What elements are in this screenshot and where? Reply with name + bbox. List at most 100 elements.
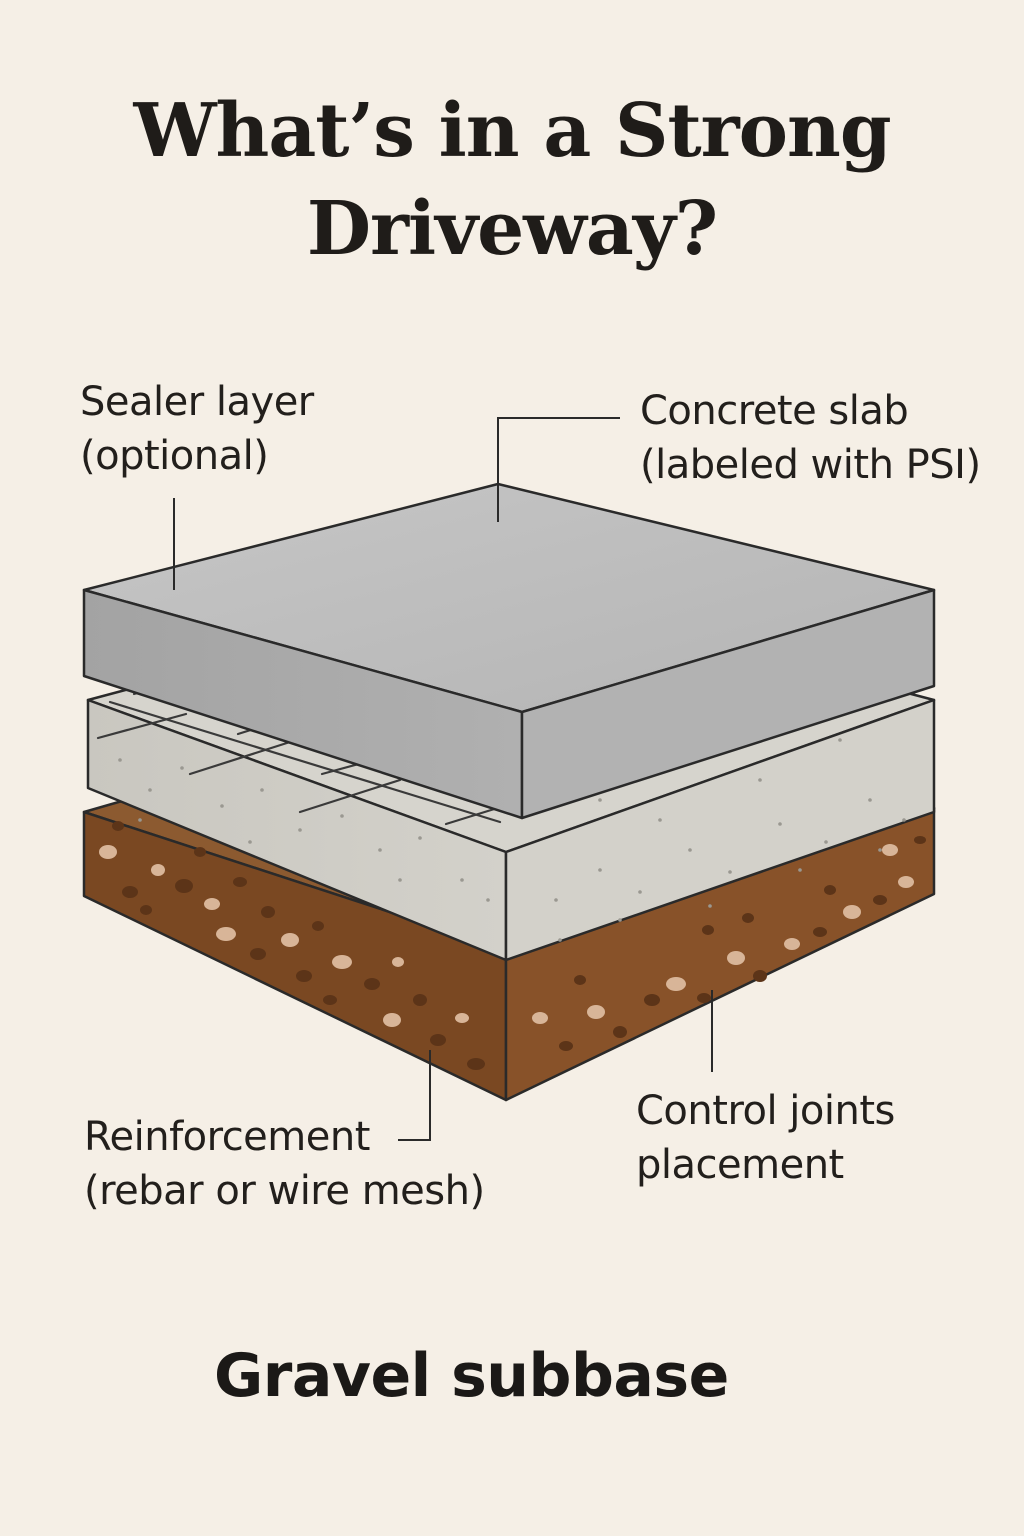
stone [613, 1026, 627, 1038]
stone [843, 905, 861, 919]
sealer-layer-label: Sealer layer (optional) [80, 375, 314, 483]
speckle [558, 938, 562, 942]
stone [281, 933, 299, 947]
stone [467, 1058, 485, 1070]
stone [587, 1005, 605, 1019]
stone [742, 913, 754, 923]
title-line-2: Driveway? [306, 186, 718, 272]
concrete-right-face [520, 588, 936, 820]
speckle [598, 798, 602, 802]
concrete-leader-line [497, 417, 620, 522]
stone [413, 994, 427, 1006]
stone [216, 927, 236, 941]
stone [204, 898, 220, 910]
rebar-line [188, 740, 292, 776]
stone [813, 927, 827, 937]
middle-right-face [504, 698, 936, 962]
speckle [824, 840, 828, 844]
stone [753, 970, 767, 982]
speckle [798, 868, 802, 872]
stone [261, 906, 275, 918]
stone [364, 978, 380, 990]
stone [697, 993, 711, 1003]
stone [250, 948, 266, 960]
speckle [902, 818, 906, 822]
stone [455, 1013, 469, 1023]
speckle [486, 898, 490, 902]
speckle [554, 898, 558, 902]
stone [873, 895, 887, 905]
speckle [148, 788, 152, 792]
concrete-slab-label: Concrete slab (labeled with PSI) [640, 384, 981, 492]
stone [574, 975, 586, 985]
stone [296, 970, 312, 982]
stone [233, 877, 247, 887]
gravel-subbase-label: Gravel subbase [214, 1341, 729, 1411]
rebar-line [96, 712, 188, 740]
stone [644, 994, 660, 1006]
speckle [868, 798, 872, 802]
stone [175, 879, 193, 893]
stone [312, 921, 324, 931]
speckle [220, 804, 224, 808]
stone [392, 957, 404, 967]
joints-label-line-2: placement [636, 1142, 844, 1188]
stone [702, 925, 714, 935]
speckle [838, 738, 842, 742]
speckle [298, 828, 302, 832]
speckle [708, 904, 712, 908]
reinforcement-label-line-1: Reinforcement [84, 1114, 370, 1160]
speckle [418, 836, 422, 840]
page-title: What’s in a Strong Driveway? [0, 82, 1024, 278]
stone [666, 977, 686, 991]
speckle [688, 848, 692, 852]
speckle [248, 840, 252, 844]
reinforcement-label: Reinforcement (rebar or wire mesh) [84, 1110, 485, 1218]
stone [882, 844, 898, 856]
speckle [260, 788, 264, 792]
stone [559, 1041, 573, 1051]
speckle [378, 848, 382, 852]
gravel-stones [99, 821, 926, 1070]
concrete-label-line-1: Concrete slab [640, 388, 909, 434]
leader-lines [173, 417, 713, 1141]
sealer-label-line-1: Sealer layer [80, 379, 314, 425]
speckle [878, 848, 882, 852]
stone [914, 836, 926, 844]
speckle [460, 878, 464, 882]
stone [99, 845, 117, 859]
stone [112, 821, 124, 831]
control-joints-label: Control joints placement [636, 1084, 895, 1192]
speckle [758, 778, 762, 782]
stone [323, 995, 337, 1005]
speckle [728, 870, 732, 874]
middle-speckles [118, 738, 906, 942]
speckle [598, 868, 602, 872]
joints-label-line-1: Control joints [636, 1088, 895, 1134]
speckle [118, 758, 122, 762]
speckle [180, 766, 184, 770]
concrete-label-line-2: (labeled with PSI) [640, 442, 981, 488]
stone [332, 955, 352, 969]
speckle [778, 822, 782, 826]
speckle [638, 890, 642, 894]
stone [532, 1012, 548, 1024]
sealer-label-line-2: (optional) [80, 433, 269, 479]
stone [824, 885, 836, 895]
stone [122, 886, 138, 898]
reinforcement-label-line-2: (rebar or wire mesh) [84, 1168, 485, 1214]
title-line-1: What’s in a Strong [133, 88, 891, 174]
speckle [340, 814, 344, 818]
stone [784, 938, 800, 950]
speckle [138, 818, 142, 822]
reinforcement-leader-line [398, 1050, 431, 1141]
stone [140, 905, 152, 915]
speckle [398, 878, 402, 882]
stone [151, 864, 165, 876]
stone [898, 876, 914, 888]
stone [194, 847, 206, 857]
speckle [658, 818, 662, 822]
stone [727, 951, 745, 965]
stone [383, 1013, 401, 1027]
